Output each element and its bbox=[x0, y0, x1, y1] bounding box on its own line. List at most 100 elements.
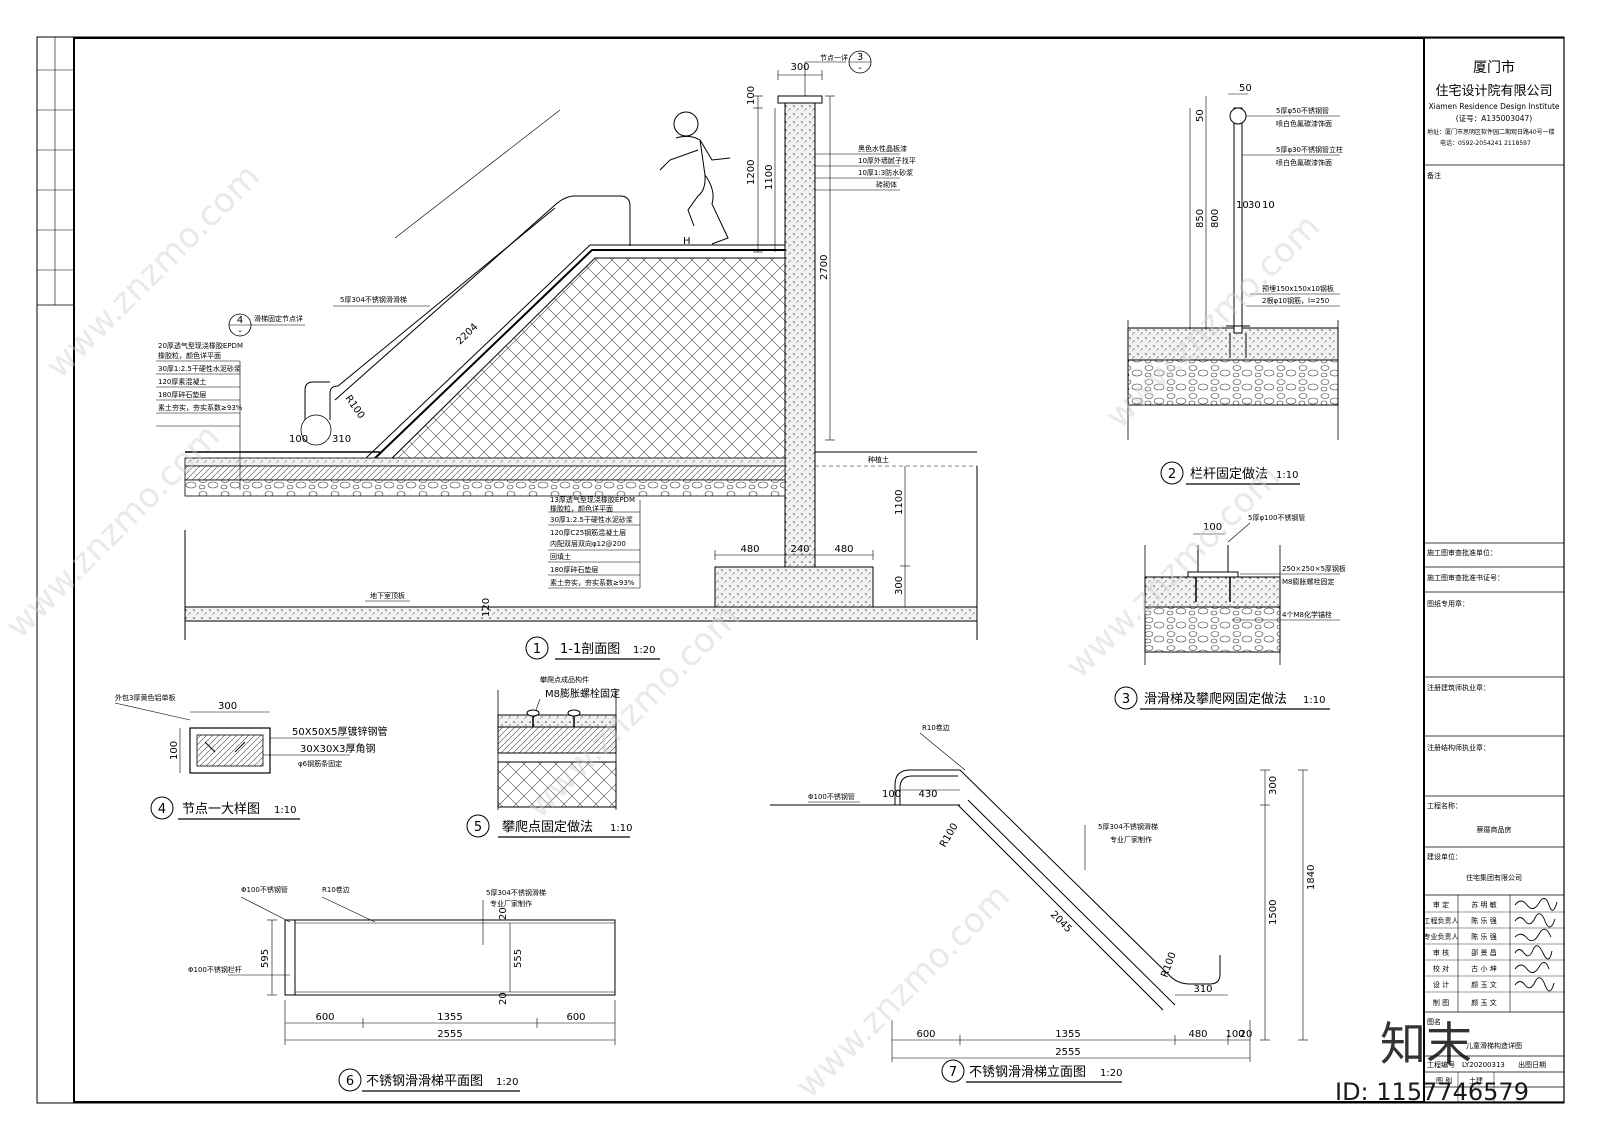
tb-role-name: 苏 明 敏 bbox=[1471, 900, 1496, 909]
title-block: 厦门市 住宅设计院有限公司 Xiamen Residence Design In… bbox=[1423, 37, 1565, 1103]
watermark-brand: 知末 bbox=[1380, 1017, 1472, 1071]
dim-text: 240 bbox=[790, 544, 809, 555]
slide-ref-den: - bbox=[238, 326, 242, 337]
dim-text: 120 bbox=[481, 598, 492, 617]
tb-category: 土建 bbox=[1469, 1076, 1483, 1085]
tb-role-name: 陈 乐 强 bbox=[1471, 916, 1496, 925]
dim-text: 1200 bbox=[746, 160, 757, 185]
fill-soil-label: 种植土 bbox=[868, 455, 889, 464]
tb-seal: 图纸专用章： bbox=[1427, 599, 1469, 608]
detail-2-railing: 50 50 850 800 10 30 10 5厚φ50不锈钢管 喷白色氟碳漆饰… bbox=[1127, 83, 1343, 485]
detail-6-num: 6 bbox=[346, 1074, 354, 1089]
tb-notes-label: 备注 bbox=[1427, 171, 1441, 180]
slide-ref: 4 - 滑梯固定节点详 bbox=[228, 313, 305, 337]
watermark-site: www.znzmo.com bbox=[518, 596, 748, 826]
detail-3-num: 3 bbox=[1122, 692, 1130, 707]
dim-text: 310 bbox=[1193, 984, 1212, 995]
detail-7-num: 7 bbox=[949, 1065, 957, 1080]
tb-project-no-label: 工程编号 bbox=[1427, 1060, 1455, 1069]
tb-structural: 注册结构师执业章： bbox=[1427, 743, 1490, 752]
fix-note: 4个M8化学锚栓 bbox=[1282, 610, 1332, 619]
railing-note: 喷白色氟碳漆饰面 bbox=[1276, 158, 1332, 167]
wall-notes bbox=[815, 153, 900, 191]
dim-text: H bbox=[683, 236, 691, 247]
fix-note: M8膨胀螺栓固定 bbox=[1282, 577, 1335, 586]
dim-text: 100 bbox=[169, 741, 180, 760]
tb-project-label: 工程名称： bbox=[1427, 801, 1462, 810]
detail-4-node: 300 100 外包3厚黄色铝单板 50X50X5厚镀锌钢管 30X30X3厚角… bbox=[114, 693, 388, 820]
layer-text: 橡胶粒，颜色详平面 bbox=[158, 351, 221, 360]
wall-note: 黑色水性晶板漆 bbox=[858, 144, 907, 153]
dim-text: 10 bbox=[1236, 200, 1249, 211]
detail-2-scale: 1:10 bbox=[1276, 470, 1298, 481]
tb-project-no: LY20200313 bbox=[1462, 1061, 1505, 1069]
slide-note: 5厚304不锈钢滑滑梯 bbox=[340, 295, 407, 304]
railing-note: 喷白色氟碳漆饰面 bbox=[1276, 119, 1332, 128]
tb-role-name: 颜 玉 文 bbox=[1471, 980, 1496, 989]
tb-company-en: Xiamen Residence Design Institute bbox=[1428, 102, 1559, 111]
detail-2-num: 2 bbox=[1168, 467, 1176, 482]
dim-text: 100 bbox=[1225, 1029, 1244, 1040]
detail-1-section: 300 100 1200 1100 2700 2204 R100 100 310… bbox=[156, 50, 978, 660]
fix-note: 250×250×5厚钢板 bbox=[1282, 564, 1346, 573]
basement-roof-label: 地下室顶板 bbox=[370, 591, 405, 600]
detail-7-elevation: 100 430 R100 2045 R100 310 600 1355 480 … bbox=[770, 723, 1317, 1083]
dim-text: 555 bbox=[513, 949, 524, 968]
node-ref-den: - bbox=[858, 63, 862, 74]
dim-text: 1355 bbox=[437, 1012, 462, 1023]
slide-ref-label: 滑梯固定节点详 bbox=[254, 314, 303, 323]
watermark-id: ID: 1157746579 bbox=[1335, 1078, 1529, 1106]
signatures bbox=[1514, 898, 1558, 992]
tb-drawing-name-label: 图名 bbox=[1427, 1017, 1441, 1026]
tb-role: 制 图 bbox=[1433, 998, 1449, 1007]
dim-text: 850 bbox=[1195, 209, 1206, 228]
tb-role-name: 邵 景 昌 bbox=[1471, 949, 1496, 957]
dim-text: 2555 bbox=[437, 1029, 462, 1040]
dim-text: 300 bbox=[218, 701, 237, 712]
tb-role: 设 计 bbox=[1433, 980, 1449, 989]
dim-text: 20 bbox=[498, 992, 509, 1005]
earth-mound bbox=[378, 257, 786, 471]
plan-note: R10卷边 bbox=[322, 885, 350, 894]
tb-review-unit: 施工图审查批准单位： bbox=[1427, 548, 1497, 557]
layer-text: 内配双层双向φ12@200 bbox=[550, 539, 626, 548]
tb-role: 专业负责人 bbox=[1424, 932, 1459, 941]
climb-note: M8膨胀螺栓固定 bbox=[545, 687, 620, 700]
tb-client-value: 住宅集团有限公司 bbox=[1466, 873, 1522, 882]
detail-callout-circle bbox=[300, 414, 332, 446]
retaining-wall bbox=[784, 99, 816, 568]
dim-text: 100 bbox=[289, 434, 308, 445]
dim-text: 430 bbox=[918, 789, 937, 800]
dim-text: 1840 bbox=[1306, 865, 1317, 890]
railing-note: 预埋150x150x10钢板 bbox=[1262, 284, 1334, 293]
wall-footing bbox=[714, 566, 874, 608]
layers-left: 20厚透气型现浇橡胶EPDM 橡胶粒，颜色详平面 30厚1:2.5干硬性水泥砂浆… bbox=[156, 341, 243, 490]
detail-7-title: 不锈钢滑滑梯立面图 bbox=[969, 1065, 1086, 1080]
dim-text: 480 bbox=[834, 544, 853, 555]
tb-role-name: 颜 玉 文 bbox=[1471, 998, 1496, 1007]
layer-text: 30厚1:2.5干硬性水泥砂浆 bbox=[550, 515, 633, 524]
dim-text: 2700 bbox=[819, 255, 830, 280]
layers-mid: 13厚透气型现浇橡胶EPDM 橡胶粒，颜色详平面 30厚1:2.5干硬性水泥砂浆… bbox=[548, 495, 641, 589]
dim-text: 595 bbox=[260, 949, 271, 968]
wall-note: 10厚外墙腻子找平 bbox=[858, 156, 916, 165]
detail-4-scale: 1:10 bbox=[274, 805, 296, 816]
dim-text: 600 bbox=[315, 1012, 334, 1023]
layer-text: 素土夯实，夯实系数≥93% bbox=[550, 578, 635, 587]
detail-4-title: 节点一大样图 bbox=[182, 802, 260, 817]
detail-5-scale: 1:10 bbox=[610, 823, 632, 834]
tb-role: 审 核 bbox=[1433, 948, 1449, 957]
tb-role: 校 对 bbox=[1433, 964, 1449, 973]
node-note: 外包3厚黄色铝单板 bbox=[115, 693, 175, 702]
dim-text: 100 bbox=[882, 789, 901, 800]
dim-text: 600 bbox=[916, 1029, 935, 1040]
tb-category-label: 图 别 bbox=[1436, 1076, 1452, 1085]
basement-slab bbox=[184, 606, 978, 622]
dim-text: 1500 bbox=[1268, 900, 1279, 925]
dims-top bbox=[394, 70, 910, 607]
detail-1-scale: 1:20 bbox=[633, 645, 655, 656]
tb-architect: 注册建筑师执业章： bbox=[1427, 683, 1490, 692]
detail-1-title: 1-1剖面图 bbox=[560, 642, 620, 657]
node-ref: 节点一详 3 - bbox=[804, 50, 872, 96]
